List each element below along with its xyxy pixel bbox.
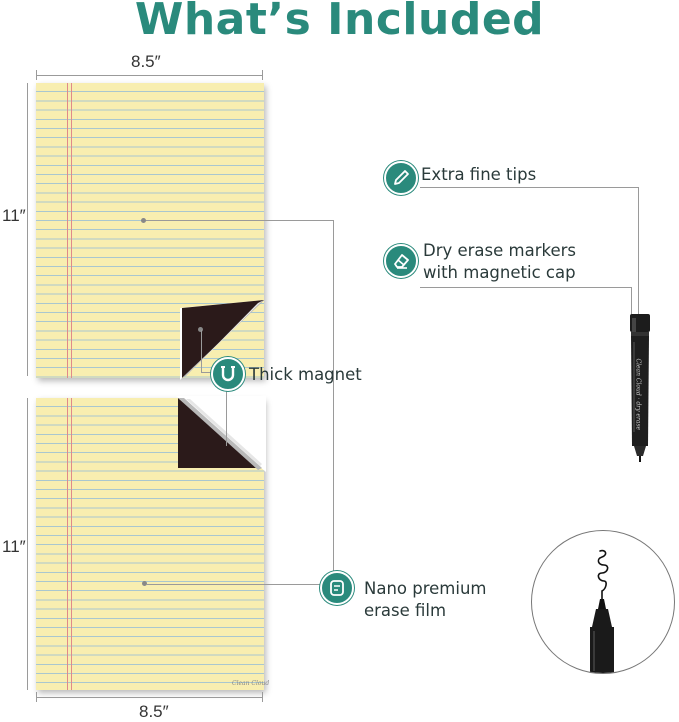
top-magnet-pointer-dot — [198, 327, 203, 332]
film-leader-h1 — [146, 220, 334, 221]
tips-leader-h — [420, 187, 639, 188]
bottom-pad-width-label: 8.5″ — [139, 702, 169, 721]
bottom-pad-width-line — [36, 697, 263, 698]
feature-label-line1: Nano premium — [364, 579, 487, 598]
pad-brand-mark: Clean Cloud — [232, 680, 270, 687]
eraser-icon — [384, 244, 418, 278]
magnet-leader-h — [201, 372, 213, 373]
feature-label-line1: Dry erase markers — [423, 241, 577, 260]
marker-tip-closeup — [590, 549, 614, 673]
top-pad-height-label: 11″ — [2, 206, 26, 225]
top-pad-width-line — [36, 75, 263, 76]
pen-tip-icon — [384, 161, 418, 195]
feature-label-line2: with magnetic cap — [423, 263, 576, 282]
bottom-magnet-curl — [176, 396, 266, 472]
marker-leader-h — [420, 287, 632, 288]
top-pad-pointer-dot — [141, 218, 146, 223]
feature-label: Thick magnet — [249, 365, 362, 384]
magnet-icon — [211, 357, 245, 391]
magnet-leader-v2 — [226, 388, 227, 446]
dry-erase-marker — [630, 314, 650, 462]
page-title: What’s Included — [134, 0, 545, 45]
marker-brand-text: Clean Cloud · dry erase — [634, 358, 642, 431]
tip-closeup-circle — [531, 530, 675, 674]
bottom-pad-height-line — [27, 398, 28, 690]
marker-leader-v — [631, 287, 632, 319]
top-legal-pad — [36, 83, 264, 378]
bottom-pad-height-label: 11″ — [2, 537, 26, 556]
film-leader-v — [333, 220, 334, 585]
magnet-leader-v1 — [201, 330, 202, 372]
tips-leader-v — [638, 187, 639, 315]
top-pad-width-label: 8.5″ — [131, 52, 161, 71]
bottom-pad-pointer-dot — [142, 581, 147, 586]
feature-label: Extra fine tips — [421, 165, 537, 184]
film-leader-h2 — [146, 584, 320, 585]
feature-label-line2: erase film — [364, 601, 447, 620]
top-pad-height-line — [27, 83, 28, 376]
film-icon — [320, 571, 354, 605]
